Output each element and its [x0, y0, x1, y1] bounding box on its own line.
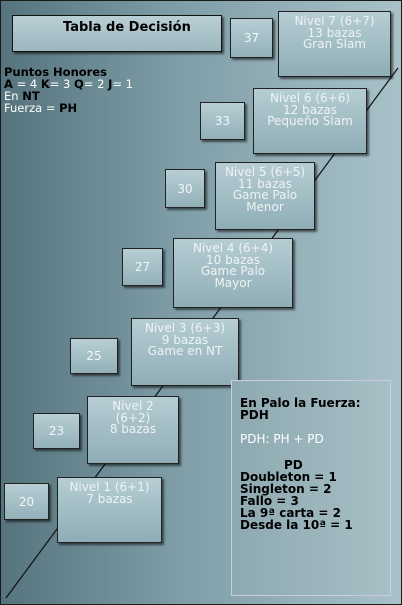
level-5-box: Nivel 5 (6+5) 11 bazas Game Palo Menor — [215, 162, 315, 230]
queen-value: = 2 — [83, 77, 105, 91]
points-box-level-3: 25 — [70, 338, 118, 374]
level-5-tricks: 11 bazas — [238, 176, 292, 191]
level-2-title: Nivel 2 — [112, 399, 154, 413]
queen-label: Q — [74, 77, 84, 91]
points-box-level-4: 27 — [122, 248, 163, 286]
points-box-level-7: 37 — [230, 18, 273, 58]
level-6-contract: Pequeño Slam — [267, 114, 353, 128]
level-3-title: Nivel 3 (6+3) — [144, 321, 226, 335]
fuerza-value: PH — [59, 101, 78, 115]
level-4-title: Nivel 4 (6+4) — [192, 241, 274, 255]
honores-legend: Puntos Honores A = 4 K= 3 Q= 2 J= 1 En N… — [4, 66, 133, 114]
jack-value: = 1 — [112, 77, 133, 91]
ace-value: = 4 — [16, 77, 38, 91]
pd-rule-9th-card: La 9ª carta = 2 — [240, 506, 341, 520]
pd-rule-10th-card: Desde la 10ª = 1 — [240, 518, 353, 532]
level-2-box: Nivel 2 (6+2) 8 bazas — [87, 396, 179, 464]
level-7-box: Nivel 7 (6+7) 13 bazas Gran Slam — [278, 11, 391, 77]
level-5-contract-b: Menor — [246, 199, 284, 214]
fuerza-label: Fuerza = — [4, 101, 56, 115]
level-6-box: Nivel 6 (6+6) 12 bazas Pequeño Slam — [253, 88, 367, 154]
level-6-tricks: 12 bazas — [283, 102, 337, 117]
nt-line: En NT — [4, 90, 133, 102]
level-2-tricks: 8 bazas — [109, 422, 157, 436]
level-4-contract-b: Mayor — [214, 275, 252, 290]
level-7-title: Nivel 7 (6+7) — [294, 14, 375, 28]
level-1-box: Nivel 1 (6+1) 7 bazas — [57, 477, 162, 543]
page-title: Tabla de Decisión — [12, 15, 222, 52]
nt-value: NT — [22, 89, 40, 103]
level-7-contract: Gran Slam — [303, 37, 366, 51]
level-6-title: Nivel 6 (6+6) — [269, 91, 351, 105]
level-1-title: Nivel 1 (6+1) — [69, 480, 150, 494]
level-4-tricks: 10 bazas — [206, 252, 260, 267]
fuerza-line: Fuerza = PH — [4, 102, 133, 114]
pdh-heading: En Palo la Fuerza: PDH — [240, 396, 361, 422]
level-4-box: Nivel 4 (6+4) 10 bazas Game Palo Mayor — [173, 238, 293, 308]
level-5-contract-a: Game Palo — [232, 188, 298, 202]
level-5-title: Nivel 5 (6+5) — [224, 165, 306, 179]
points-box-level-6: 33 — [200, 102, 245, 140]
jack-label: J — [108, 77, 113, 91]
pdh-formula: PDH: PH + PD — [240, 432, 324, 446]
level-3-tricks: 9 bazas — [161, 332, 209, 347]
pd-rule-fallo: Fallo = 3 — [240, 494, 299, 508]
level-2-formula: (6+2) — [115, 410, 151, 425]
points-box-level-2: 23 — [33, 413, 80, 449]
level-7-tricks: 13 bazas — [307, 25, 362, 40]
level-1-tricks: 7 bazas — [86, 491, 133, 506]
points-box-level-5: 30 — [165, 169, 205, 208]
pdh-info-box: En Palo la Fuerza: PDH PDH: PH + PD PD D… — [231, 380, 391, 596]
king-value: = 3 — [49, 77, 71, 91]
ace-label: A — [4, 77, 13, 91]
level-4-contract-a: Game Palo — [200, 264, 266, 278]
pd-rule-doubleton: Doubleton = 1 — [240, 470, 337, 484]
honores-heading: Puntos Honores — [4, 65, 107, 79]
honores-values: A = 4 K= 3 Q= 2 J= 1 — [4, 78, 133, 90]
level-3-contract: Game en NT — [147, 344, 223, 358]
level-3-box: Nivel 3 (6+3) 9 bazas Game en NT — [131, 318, 239, 386]
king-label: K — [40, 77, 50, 91]
points-box-level-1: 20 — [4, 483, 49, 520]
nt-prefix: En — [4, 89, 19, 103]
pd-title: PD — [284, 458, 303, 472]
pd-rule-singleton: Singleton = 2 — [240, 482, 332, 496]
